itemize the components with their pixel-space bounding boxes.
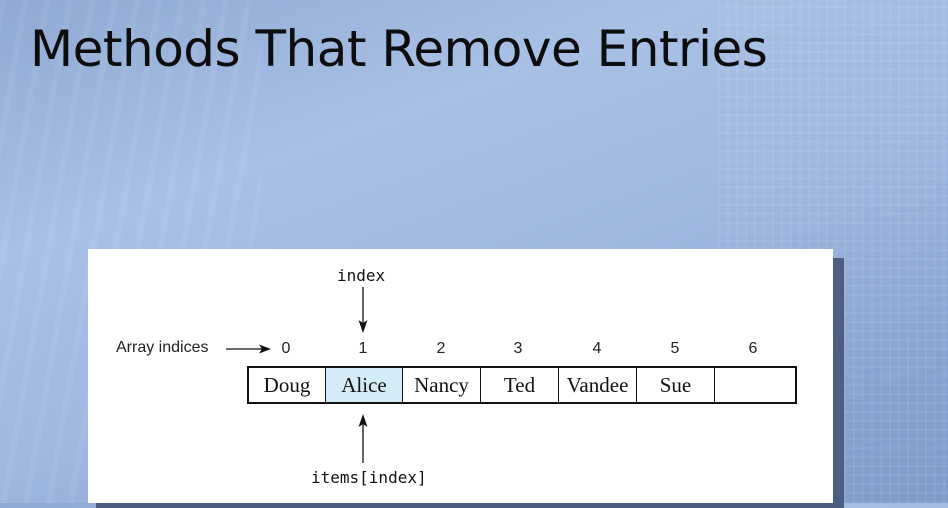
array-cell: Sue [637, 368, 715, 402]
array-cell: Vandee [559, 368, 637, 402]
index-number: 2 [436, 340, 446, 357]
figure-panel [88, 249, 833, 503]
array-cell: Doug [249, 368, 326, 402]
slide-title: Methods That Remove Entries [30, 20, 768, 78]
index-label: index [337, 266, 386, 285]
index-down-arrow [358, 287, 368, 333]
array-cell-highlighted: Alice [326, 368, 403, 402]
array-cell: Nancy [403, 368, 481, 402]
items-index-up-arrow [358, 414, 368, 463]
items-index-label: items[index] [311, 468, 427, 487]
index-number: 3 [513, 340, 523, 357]
index-number: 0 [281, 340, 291, 357]
array-cell: Ted [481, 368, 559, 402]
index-number: 1 [358, 340, 368, 357]
index-number: 5 [670, 340, 680, 357]
index-number: 4 [592, 340, 602, 357]
array-indices-label: Array indices [116, 339, 209, 356]
index-number: 6 [748, 340, 758, 357]
array-row: Doug Alice Nancy Ted Vandee Sue [247, 366, 797, 404]
array-indices-arrow [226, 344, 271, 354]
